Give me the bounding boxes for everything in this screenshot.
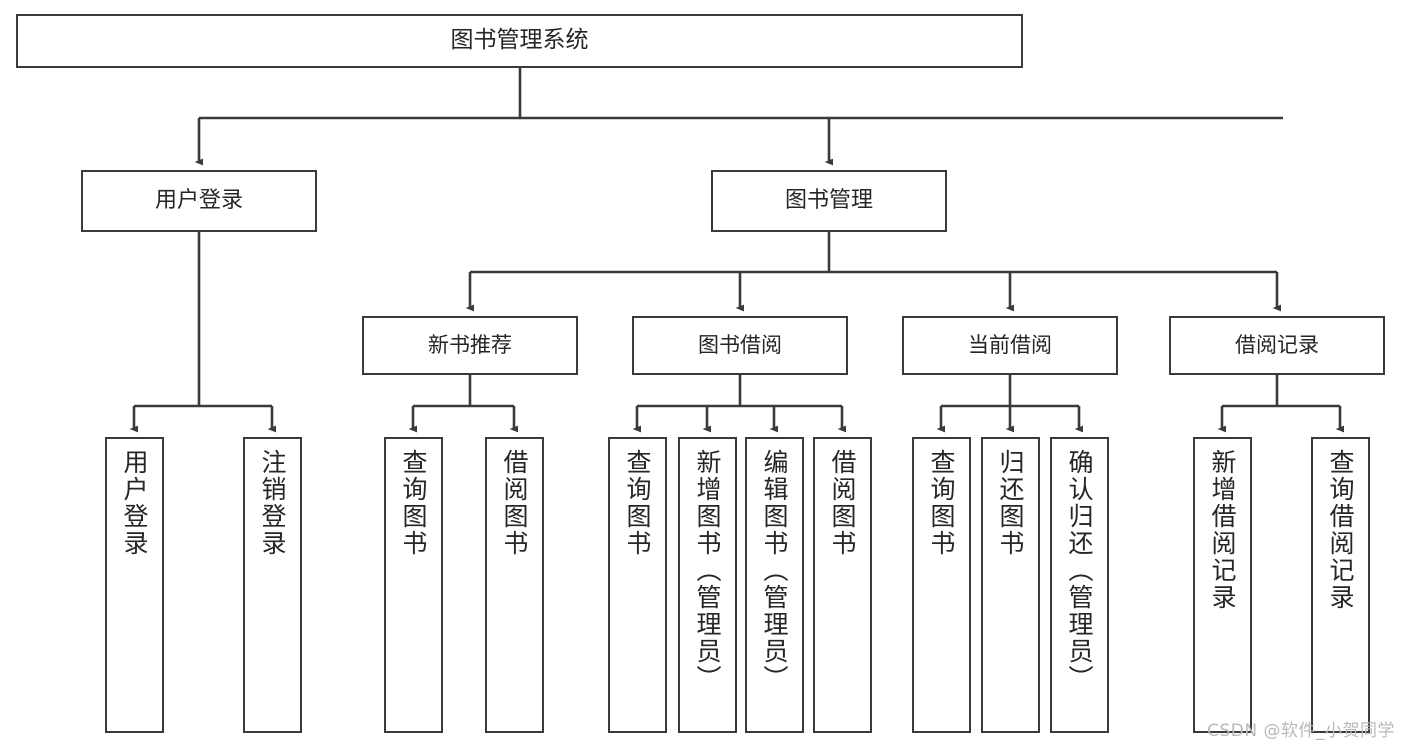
node-root-system[interactable]: 图书管理系统 <box>16 14 1023 68</box>
node-label: 图书管理系统 <box>450 27 589 54</box>
node-label: 借阅图书 <box>500 449 529 557</box>
node-label: 用户登录 <box>154 188 243 214</box>
node-user-login[interactable]: 用户登录 <box>81 170 317 232</box>
node-label: 查询图书 <box>399 449 428 557</box>
leaf-new-book-borrow[interactable]: 借阅图书 <box>485 437 544 733</box>
node-book-management[interactable]: 图书管理 <box>711 170 947 232</box>
node-label: 查询图书 <box>927 449 956 557</box>
node-label: 新增借阅记录 <box>1208 449 1237 611</box>
leaf-book-borrow-borrow[interactable]: 借阅图书 <box>813 437 872 733</box>
node-label: 图书管理 <box>784 188 873 214</box>
node-label: 编辑图书（管理员） <box>760 449 789 692</box>
node-label: 用户登录 <box>120 449 149 557</box>
node-book-borrow[interactable]: 图书借阅 <box>632 316 848 375</box>
node-new-book-recommend[interactable]: 新书推荐 <box>362 316 578 375</box>
leaf-current-borrow-confirm-return[interactable]: 确认归还（管理员） <box>1050 437 1109 733</box>
node-label: 查询借阅记录 <box>1326 449 1355 611</box>
node-label: 归还图书 <box>996 449 1025 557</box>
leaf-current-borrow-return[interactable]: 归还图书 <box>981 437 1040 733</box>
node-label: 查询图书 <box>623 449 652 557</box>
node-label: 图书借阅 <box>698 333 782 358</box>
node-current-borrow[interactable]: 当前借阅 <box>902 316 1118 375</box>
leaf-book-borrow-edit[interactable]: 编辑图书（管理员） <box>745 437 804 733</box>
node-label: 注销登录 <box>258 449 287 557</box>
leaf-new-book-query[interactable]: 查询图书 <box>384 437 443 733</box>
leaf-book-borrow-add[interactable]: 新增图书（管理员） <box>678 437 737 733</box>
node-label: 新增图书（管理员） <box>693 449 722 692</box>
node-label: 新书推荐 <box>428 333 512 358</box>
node-label: 借阅图书 <box>828 449 857 557</box>
node-label: 确认归还（管理员） <box>1065 449 1094 692</box>
csdn-watermark: CSDN @软件_小贺同学 <box>1207 721 1395 741</box>
leaf-borrow-record-query[interactable]: 查询借阅记录 <box>1311 437 1370 733</box>
node-label: 借阅记录 <box>1235 333 1319 358</box>
node-label: 当前借阅 <box>968 333 1052 358</box>
leaf-book-borrow-query[interactable]: 查询图书 <box>608 437 667 733</box>
leaf-user-login-login[interactable]: 用户登录 <box>105 437 164 733</box>
leaf-borrow-record-add[interactable]: 新增借阅记录 <box>1193 437 1252 733</box>
leaf-current-borrow-query[interactable]: 查询图书 <box>912 437 971 733</box>
leaf-user-login-logout[interactable]: 注销登录 <box>243 437 302 733</box>
node-borrow-record[interactable]: 借阅记录 <box>1169 316 1385 375</box>
